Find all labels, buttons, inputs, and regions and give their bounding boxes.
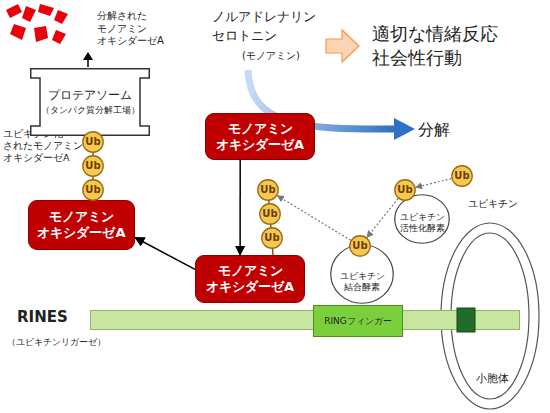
ubiquitin-circle: Ub xyxy=(259,203,281,225)
ubiquitin-outline xyxy=(83,132,104,153)
node-label: RINES xyxy=(17,308,68,326)
node-label: Ub xyxy=(262,208,277,220)
node-label: モノアミン オキシダーゼA xyxy=(37,209,125,240)
ubiquitin-circle: Ub xyxy=(394,179,416,201)
node-label: ユビキチン 結合酵素 xyxy=(340,271,385,293)
ubiquitin-circle: Ub xyxy=(349,235,371,257)
degraded-fragments xyxy=(6,4,68,44)
ubiquitin-circle: Ub xyxy=(82,155,104,177)
node-label: Ub xyxy=(85,184,100,196)
ubiquitin-circle: Ub xyxy=(82,131,104,153)
annotation-text: ユビキチン xyxy=(468,198,518,210)
ring-finger-box: RINGフィンガー xyxy=(313,305,403,337)
proteasome-shape: プロテアソーム （タンパク質分解工場） xyxy=(30,68,150,136)
annotation-text: ノルアドレナリン セロトニン xyxy=(212,8,316,46)
node-label: プロテアソーム xyxy=(48,88,132,102)
annotation-text: 分解 xyxy=(418,120,450,139)
node-label: Ub xyxy=(397,184,412,196)
ubiquitin-outline xyxy=(350,236,371,257)
node-label: Ub xyxy=(85,136,100,148)
fragment xyxy=(38,4,54,16)
annotation-text: 分解された モノアミン オキシダーゼA xyxy=(97,10,164,48)
effect-arrow xyxy=(326,30,359,62)
node-outline xyxy=(30,68,150,136)
degrade-arrowhead xyxy=(83,52,93,60)
node-label: （ユビキチンリガーゼ） xyxy=(7,337,106,348)
node-label: （タンパク質分解工場） xyxy=(41,105,140,116)
node-label: Ub xyxy=(352,240,367,252)
node-label: Ub xyxy=(85,160,100,172)
fragment xyxy=(22,6,36,22)
ubiquitin-circle: Ub xyxy=(82,179,104,201)
flow-arrow xyxy=(135,238,195,270)
ubiquitin-outline xyxy=(452,166,473,187)
connectors xyxy=(135,160,451,269)
ubiquitin-outline xyxy=(260,204,281,225)
enzyme-outline xyxy=(395,195,450,244)
annotation-text: 適切な情緒反応 社会性行動 xyxy=(372,22,498,71)
node-label: Ub xyxy=(264,232,279,244)
enzyme-box: モノアミン オキシダーゼA xyxy=(28,200,135,250)
node-label: Ub xyxy=(260,184,275,196)
node-label: RINGフィンガー xyxy=(324,316,392,327)
ubiquitin-outline xyxy=(262,228,283,249)
node-label: モノアミン オキシダーゼA xyxy=(206,263,294,294)
membrane-anchor xyxy=(457,308,475,332)
enzyme-outline xyxy=(331,245,394,304)
breakdown-arrowhead xyxy=(394,118,415,140)
node-label: ユビキチン 活性化酵素 xyxy=(400,212,445,234)
annotation-text: (モノアミン) xyxy=(242,50,300,62)
ubiquitin-circle: Ub xyxy=(451,165,473,187)
dotted-arrow xyxy=(367,199,398,238)
ubiquitin-outline xyxy=(83,180,104,201)
enzyme-box: モノアミン オキシダーゼA xyxy=(205,113,315,160)
fragment xyxy=(54,10,68,24)
node-label: 小胞体 xyxy=(476,372,509,385)
activating-enzyme-circle: ユビキチン 活性化酵素 xyxy=(394,194,450,244)
ligase-band: RINES（ユビキチンリガーゼ）RINGフィンガー xyxy=(90,310,520,330)
fragment xyxy=(10,24,26,40)
dotted-arrow xyxy=(277,196,350,241)
flow-arrow xyxy=(239,160,241,255)
fragment xyxy=(34,26,48,42)
node-label: Ub xyxy=(454,170,469,182)
proteasome-outline xyxy=(31,69,150,136)
ubiquitin-circle: Ub xyxy=(261,227,283,249)
ubiquitin-outline xyxy=(83,156,104,177)
ubiquitin-outline xyxy=(395,180,416,201)
fragment xyxy=(6,4,22,18)
node-label: モノアミン オキシダーゼA xyxy=(216,121,304,152)
ubiquitin-outline xyxy=(258,180,279,201)
fragment xyxy=(52,30,66,44)
ubiquitin-circle: Ub xyxy=(257,179,279,201)
enzyme-box: モノアミン オキシダーゼA xyxy=(195,255,305,303)
degrade-arrow xyxy=(87,59,89,67)
dotted-arrow xyxy=(416,179,452,188)
